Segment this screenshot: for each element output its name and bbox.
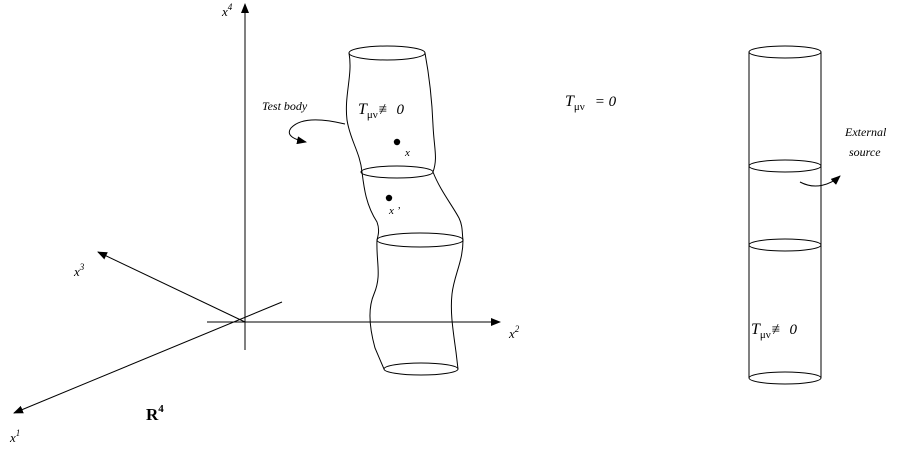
x2-label: x2 — [508, 324, 520, 341]
cyl-top-ellipse — [748, 45, 822, 59]
tube-bottom-ellipse — [383, 362, 459, 376]
x4-label: x4 — [221, 2, 233, 19]
cyl-slice-upper — [748, 159, 822, 173]
coordinate-axes — [13, 3, 501, 414]
tube-top-ellipse — [348, 45, 426, 61]
vacuum-tensor: Tμν= 0 — [565, 93, 617, 113]
point-x — [393, 138, 401, 146]
point-x-prime — [385, 194, 393, 202]
tube-right-edge — [424, 52, 464, 370]
tube-left-edge — [345, 52, 385, 370]
test-body-tube — [345, 45, 464, 376]
tube-slice-upper — [360, 165, 434, 179]
x1-label: x1 — [9, 428, 20, 445]
test-body-tensor: Tμν≢ 0 — [358, 101, 405, 121]
tube-slice-lower — [376, 232, 464, 248]
x1-axis — [13, 301, 283, 414]
test-body-label: Test body — [262, 99, 308, 113]
external-source-cylinder — [748, 45, 822, 385]
x3-axis — [97, 251, 246, 323]
cyl-slice-lower — [748, 238, 822, 252]
point-x-label: x — [404, 147, 410, 159]
x3-label: x3 — [73, 262, 85, 279]
point-x-prime-label: x ’ — [388, 205, 401, 217]
r4-label: R4 — [146, 403, 164, 424]
external-source-pointer — [799, 175, 841, 187]
external-source-tensor: Tμν≢ 0 — [751, 321, 798, 341]
external-source-label-line1: External — [844, 125, 887, 139]
external-source-label-line2: source — [849, 145, 881, 159]
test-body-pointer — [288, 119, 346, 145]
cyl-bottom-ellipse — [748, 371, 822, 385]
